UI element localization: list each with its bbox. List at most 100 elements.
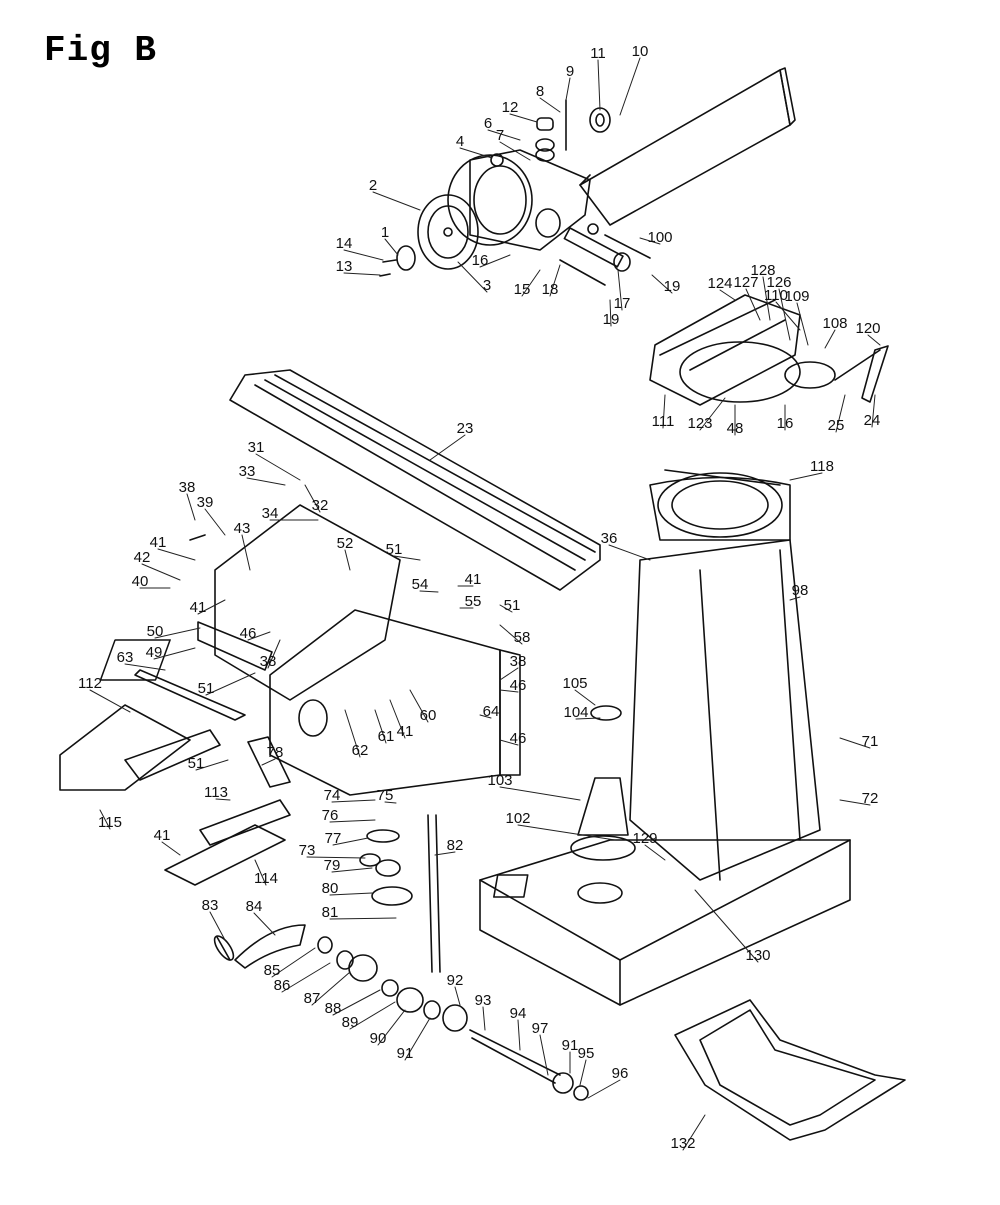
leader-line xyxy=(209,911,226,941)
part-number-label: 73 xyxy=(299,842,316,859)
leader-line xyxy=(608,544,651,561)
part-number-label: 91 xyxy=(562,1037,579,1054)
leader-line xyxy=(587,1079,621,1099)
part-number-label: 36 xyxy=(601,530,618,547)
leader-line xyxy=(482,1006,486,1031)
part-number-label: 55 xyxy=(465,593,482,610)
part-number-label: 84 xyxy=(246,898,263,915)
part-number-label: 108 xyxy=(822,315,847,332)
part-number-label: 78 xyxy=(267,744,284,761)
leader-line xyxy=(404,1017,431,1061)
part-number-label: 7 xyxy=(496,127,504,144)
leader-line xyxy=(393,555,421,561)
leader-line xyxy=(499,141,531,161)
part-number-label: 60 xyxy=(420,707,437,724)
part-number-label: 6 xyxy=(484,115,492,132)
part-number-label: 51 xyxy=(504,597,521,614)
part-number-label: 61 xyxy=(378,728,395,745)
part-number-label: 2 xyxy=(369,177,377,194)
leader-line xyxy=(579,1059,587,1086)
part-number-label: 93 xyxy=(475,992,492,1009)
part-number-label: 14 xyxy=(336,235,353,252)
part-number-label: 88 xyxy=(325,1000,342,1017)
part-number-label: 110 xyxy=(764,287,788,304)
leader-line xyxy=(241,534,251,571)
part-number-label: 76 xyxy=(322,807,339,824)
part-number-label: 109 xyxy=(784,288,809,305)
leader-line xyxy=(839,737,871,749)
leader-line xyxy=(89,689,131,713)
part-number-label: 94 xyxy=(510,1005,527,1022)
leader-line xyxy=(157,548,196,561)
leader-line xyxy=(574,689,596,706)
leader-line xyxy=(343,249,384,261)
part-number-label: 3 xyxy=(483,277,491,294)
part-number-label: 38 xyxy=(260,653,277,670)
part-number-label: 112 xyxy=(78,675,102,692)
leader-line xyxy=(479,714,492,719)
leader-line xyxy=(521,269,541,297)
part-number-label: 75 xyxy=(377,787,394,804)
part-number-label: 127 xyxy=(733,274,758,291)
leader-line xyxy=(789,472,823,481)
leader-line xyxy=(311,971,351,1006)
leader-line xyxy=(261,758,276,766)
part-number-label: 102 xyxy=(505,810,530,827)
leader-line xyxy=(329,917,397,920)
part-number-label: 41 xyxy=(150,534,167,551)
accessories-outline xyxy=(59,704,906,1141)
leader-line xyxy=(344,549,351,571)
part-number-label: 19 xyxy=(603,311,620,328)
leader-line xyxy=(124,663,166,671)
part-number-label: 92 xyxy=(447,972,464,989)
part-number-label: 49 xyxy=(146,644,163,661)
leader-line xyxy=(331,799,376,803)
leader-line xyxy=(639,237,661,245)
part-number-label: 15 xyxy=(514,281,531,298)
leader-line xyxy=(247,631,271,641)
part-number-label: 74 xyxy=(324,787,341,804)
part-number-label: 120 xyxy=(855,320,880,337)
part-number-label: 115 xyxy=(98,814,122,831)
part-number-label: 32 xyxy=(312,497,329,514)
leader-line xyxy=(549,264,561,297)
leader-line xyxy=(835,394,846,433)
part-number-label: 24 xyxy=(864,412,881,429)
leader-line xyxy=(609,299,612,327)
leader-line xyxy=(459,147,493,159)
leader-line xyxy=(499,604,513,613)
part-number-label: 13 xyxy=(336,258,353,275)
leader-line xyxy=(565,77,571,101)
leader-line xyxy=(409,689,429,723)
table-assembly-outline xyxy=(99,369,601,796)
part-number-label: 41 xyxy=(465,571,482,588)
leader-line xyxy=(824,329,836,349)
part-number-label: 51 xyxy=(386,541,403,558)
leader-line xyxy=(271,947,316,978)
leader-line xyxy=(745,288,761,321)
leader-line xyxy=(694,889,759,963)
part-number-label: 51 xyxy=(188,755,205,772)
part-number-label: 130 xyxy=(745,947,770,964)
part-number-label: 96 xyxy=(612,1065,629,1082)
leader-line xyxy=(372,191,421,211)
part-number-label: 38 xyxy=(179,479,196,496)
part-number-label: 79 xyxy=(324,857,341,874)
part-number-label: 85 xyxy=(264,962,281,979)
part-number-label: 90 xyxy=(370,1030,387,1047)
leader-line xyxy=(651,274,673,294)
swivel-plate-outline xyxy=(649,294,889,406)
leader-line xyxy=(197,599,226,615)
part-number-label: 31 xyxy=(248,439,265,456)
part-number-label: 25 xyxy=(828,417,845,434)
leader-line xyxy=(204,508,226,536)
leader-line xyxy=(499,739,519,746)
leader-line xyxy=(195,759,229,771)
part-number-label: 54 xyxy=(412,576,429,593)
part-number-label: 62 xyxy=(352,742,369,759)
leader-line xyxy=(267,639,281,669)
leader-line xyxy=(255,453,301,481)
